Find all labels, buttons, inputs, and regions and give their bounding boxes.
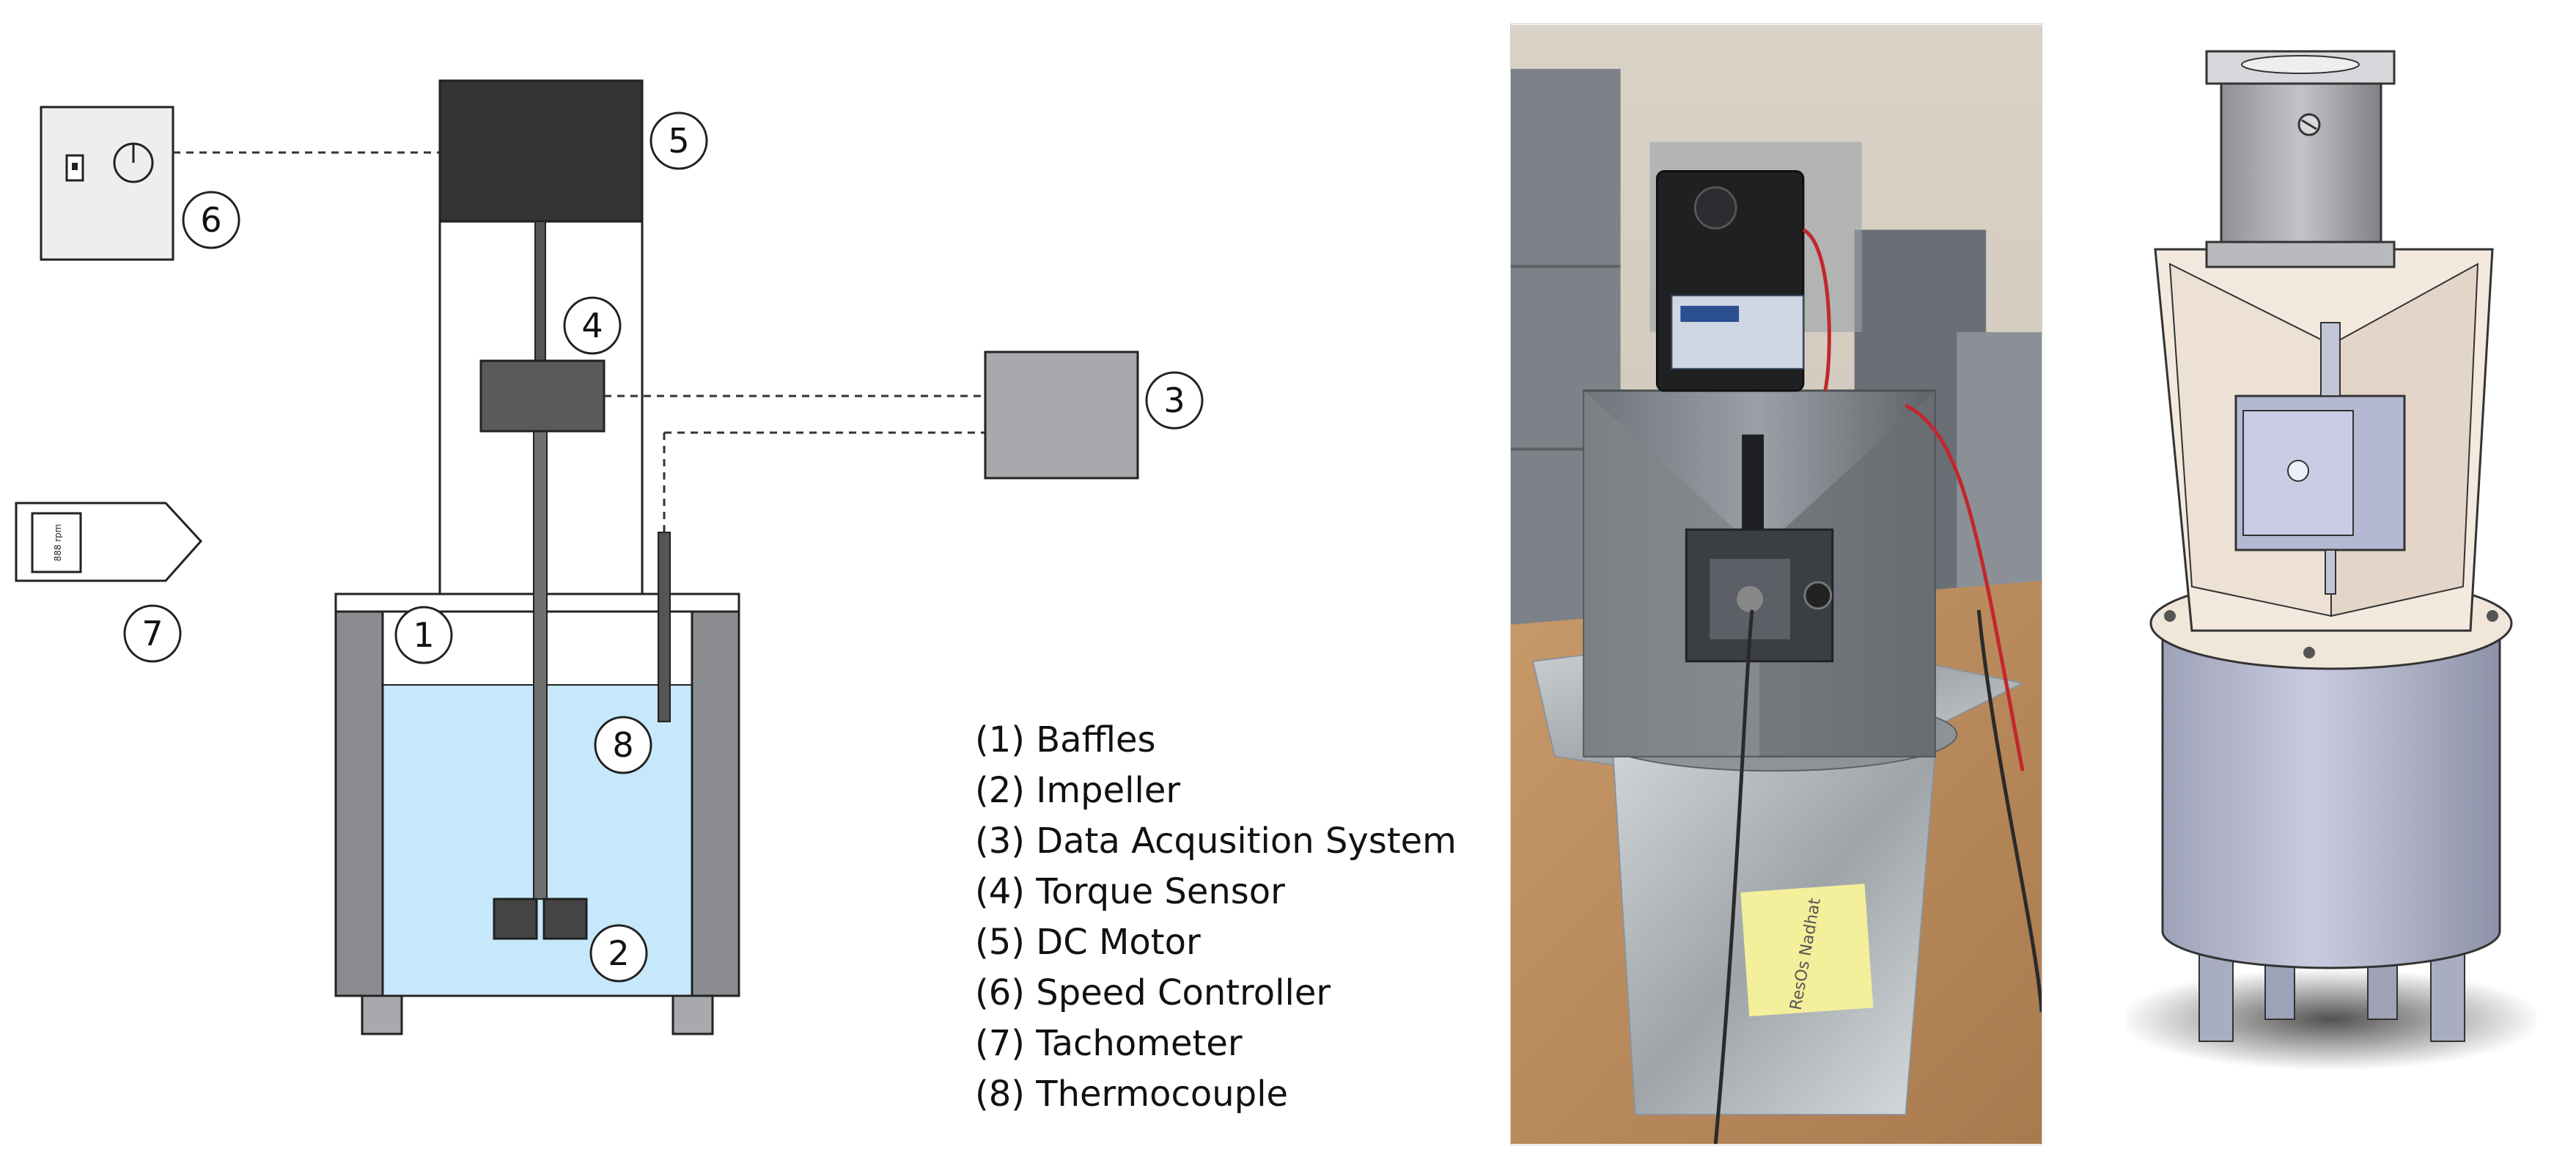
cad-tank	[2161, 629, 2501, 969]
svg-text:5: 5	[668, 121, 689, 161]
svg-text:4: 4	[581, 306, 603, 345]
callout-8: 8	[594, 716, 652, 774]
data-acquisition-system	[984, 351, 1139, 480]
thermocouple	[658, 532, 671, 722]
svg-text:3: 3	[1163, 381, 1185, 420]
torque-sensor	[479, 359, 606, 433]
legend-item-torque-sensor: (4) Torque Sensor	[975, 871, 1285, 912]
cad-shaft	[2320, 322, 2341, 397]
dc-motor	[438, 79, 644, 223]
baffle-right	[691, 610, 740, 997]
baffle-left	[334, 610, 384, 997]
cad-rendering	[2126, 50, 2536, 1071]
legend: (1) Baffles (2) Impeller (3) Data Acqusi…	[975, 715, 1488, 1126]
legend-item-daq: (3) Data Acqusition System	[975, 821, 1457, 862]
callout-5: 5	[649, 111, 708, 170]
callout-1: 1	[394, 606, 453, 664]
legend-item-baffles: (1) Baffles	[975, 719, 1156, 760]
upper-shaft	[534, 221, 546, 362]
svg-text:2: 2	[608, 933, 629, 973]
tachometer-display: 888 rpm	[53, 524, 63, 562]
svg-text:1: 1	[413, 615, 434, 655]
callout-3: 3	[1145, 371, 1204, 430]
impeller-shaft	[533, 429, 548, 900]
svg-text:8: 8	[612, 725, 633, 765]
legend-item-thermocouple: (8) Thermocouple	[975, 1074, 1289, 1115]
cad-leg	[2198, 953, 2234, 1042]
svg-text:7: 7	[141, 614, 163, 653]
callout-6: 6	[182, 191, 240, 249]
callout-4: 4	[563, 296, 622, 355]
tank-leg-right	[671, 994, 714, 1035]
legend-item-tachometer: (7) Tachometer	[975, 1023, 1243, 1064]
callout-2: 2	[589, 924, 648, 983]
callout-7: 7	[123, 604, 182, 663]
legend-item-impeller: (2) Impeller	[975, 770, 1181, 811]
impeller-blade-left	[493, 898, 538, 940]
legend-item-speed-controller: (6) Speed Controller	[975, 972, 1331, 1013]
tachometer: 888 rpm	[15, 502, 203, 582]
speed-controller	[40, 106, 174, 261]
legend-item-dc-motor: (5) DC Motor	[975, 922, 1201, 963]
svg-text:6: 6	[200, 200, 221, 240]
apparatus-photo: ResOs Nadhat	[1510, 23, 2042, 1145]
impeller-blade-right	[542, 898, 588, 940]
cad-motor	[2220, 72, 2382, 265]
tank-leg-left	[361, 994, 403, 1035]
sticky-note	[1740, 884, 1874, 1017]
